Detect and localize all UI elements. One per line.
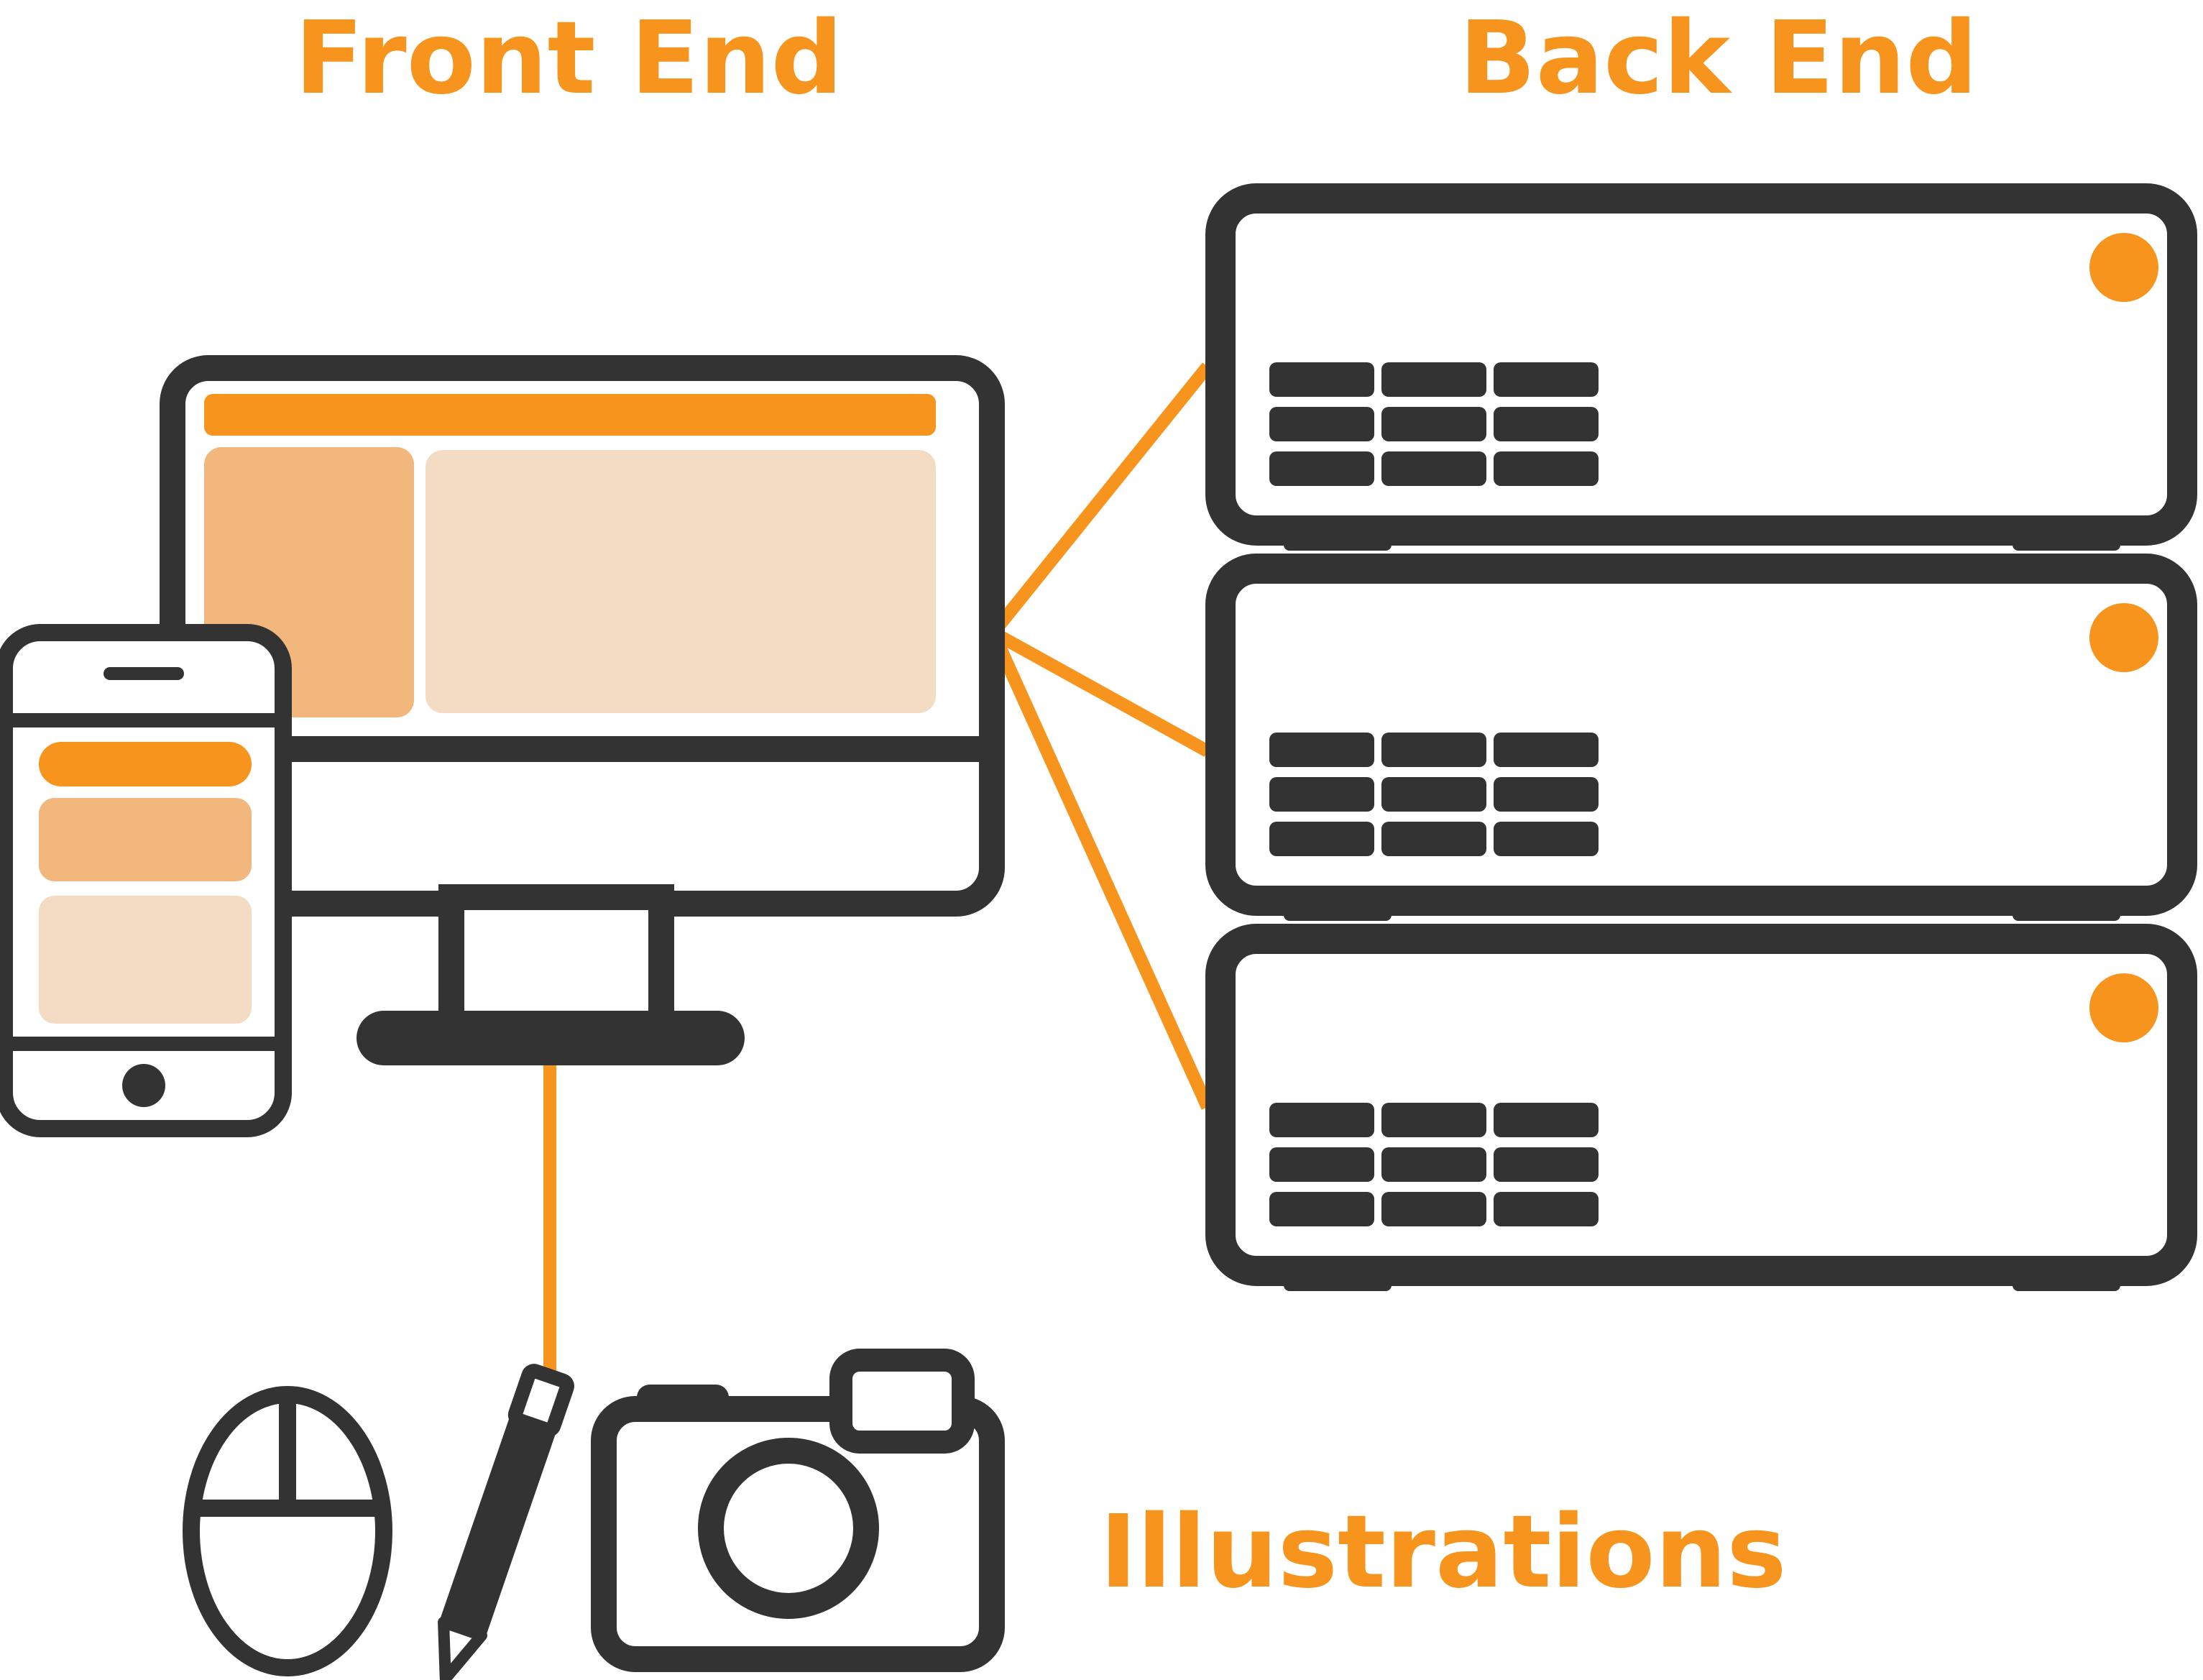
server-status-light [2089, 603, 2158, 672]
server-icon [1205, 924, 2197, 1291]
smartphone-icon [0, 624, 292, 1137]
pen-icon [438, 1364, 574, 1680]
server-rack [1205, 183, 2197, 1291]
server-drive-grid [1269, 362, 1599, 486]
phone-header-bar [39, 742, 252, 786]
server-foot-left [1284, 1270, 1392, 1291]
phone-mid-block [39, 798, 252, 881]
server-foot-left [1284, 899, 1392, 921]
monitor-stand-base [357, 1011, 745, 1065]
monitor-content-block [426, 450, 936, 713]
server-foot-right [2013, 899, 2120, 921]
server-status-light [2089, 233, 2158, 302]
server-icon [1205, 183, 2197, 551]
front-end-label: Front End [295, 0, 843, 117]
server-drive-grid [1269, 733, 1599, 856]
connectors [543, 362, 1214, 1373]
connector-monitor-server-1 [988, 362, 1213, 637]
camera-lens [698, 1438, 879, 1619]
desktop-monitor-icon [160, 355, 1005, 1065]
phone-content-block [39, 896, 252, 1024]
server-foot-right [2013, 529, 2120, 551]
phone-home-button [122, 1064, 165, 1107]
phone-speaker [104, 667, 184, 680]
mouse-icon [183, 1386, 392, 1676]
monitor-stand-neck [438, 884, 674, 1037]
monitor-header-bar [204, 394, 936, 436]
camera-icon [591, 1349, 1005, 1672]
server-foot-right [2013, 1270, 2120, 1291]
server-status-light [2089, 973, 2158, 1042]
illustrations-label: Illustrations [1100, 1494, 1787, 1611]
server-foot-left [1284, 529, 1392, 551]
back-end-label: Back End [1459, 0, 1978, 117]
connector-monitor-server-2 [990, 627, 1211, 757]
connector-monitor-server-3 [987, 630, 1214, 1110]
server-drive-grid [1269, 1103, 1599, 1226]
server-icon [1205, 554, 2197, 921]
camera-viewfinder [829, 1349, 975, 1454]
